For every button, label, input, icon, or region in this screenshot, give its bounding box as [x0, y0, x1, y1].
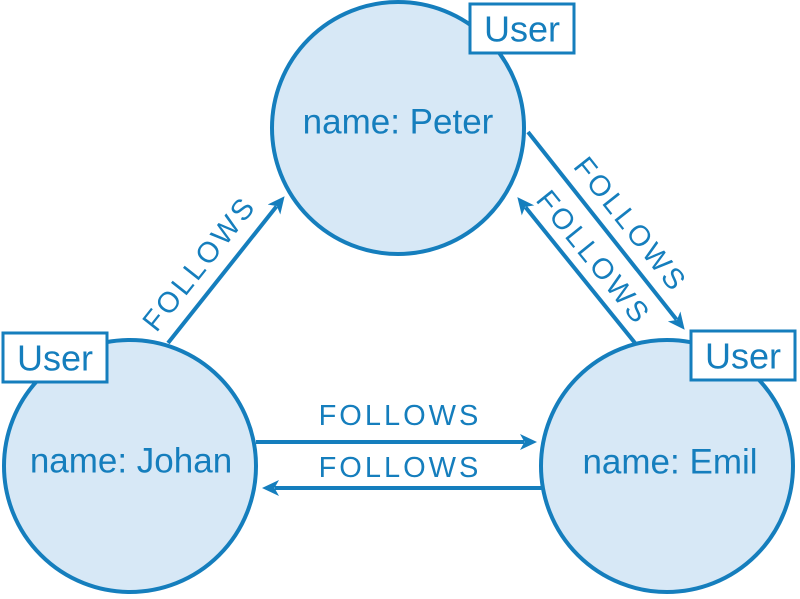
node-circle-peter [270, 0, 526, 256]
node-emil: name: Emil [539, 338, 795, 594]
relationship-johan-follows-emil: FOLLOWS [256, 400, 537, 450]
node-label-peter: User [484, 9, 560, 50]
node-label-box-peter [468, 2, 576, 55]
relationship-label-johan-emil: FOLLOWS [319, 400, 482, 432]
node-label-badge-peter: User [468, 2, 576, 55]
node-johan: name: Johan [2, 338, 258, 594]
node-property-johan: name: Johan [30, 442, 232, 481]
node-label-box-emil [689, 329, 797, 382]
node-label-badge-johan: User [1, 331, 109, 384]
relationship-label-emil-johan: FOLLOWS [319, 452, 482, 484]
node-property-emil: name: Emil [582, 443, 757, 482]
arrow-emil-to-peter [517, 197, 637, 345]
node-label-badge-emil: User [689, 329, 797, 382]
node-property-peter: name: Peter [303, 103, 494, 142]
relationship-johan-follows-peter: FOLLOWS [137, 190, 285, 345]
relationship-emil-follows-johan: FOLLOWS [262, 452, 543, 496]
node-circle-emil [539, 338, 795, 594]
node-label-box-johan [1, 331, 109, 384]
arrow-johan-to-peter [166, 196, 285, 345]
node-circle-johan [2, 338, 258, 594]
arrow-peter-to-emil [526, 130, 685, 330]
node-peter: name: Peter [270, 0, 526, 256]
node-label-emil: User [705, 336, 781, 377]
node-label-johan: User [17, 338, 93, 379]
relationship-label-johan-peter: FOLLOWS [137, 190, 263, 337]
